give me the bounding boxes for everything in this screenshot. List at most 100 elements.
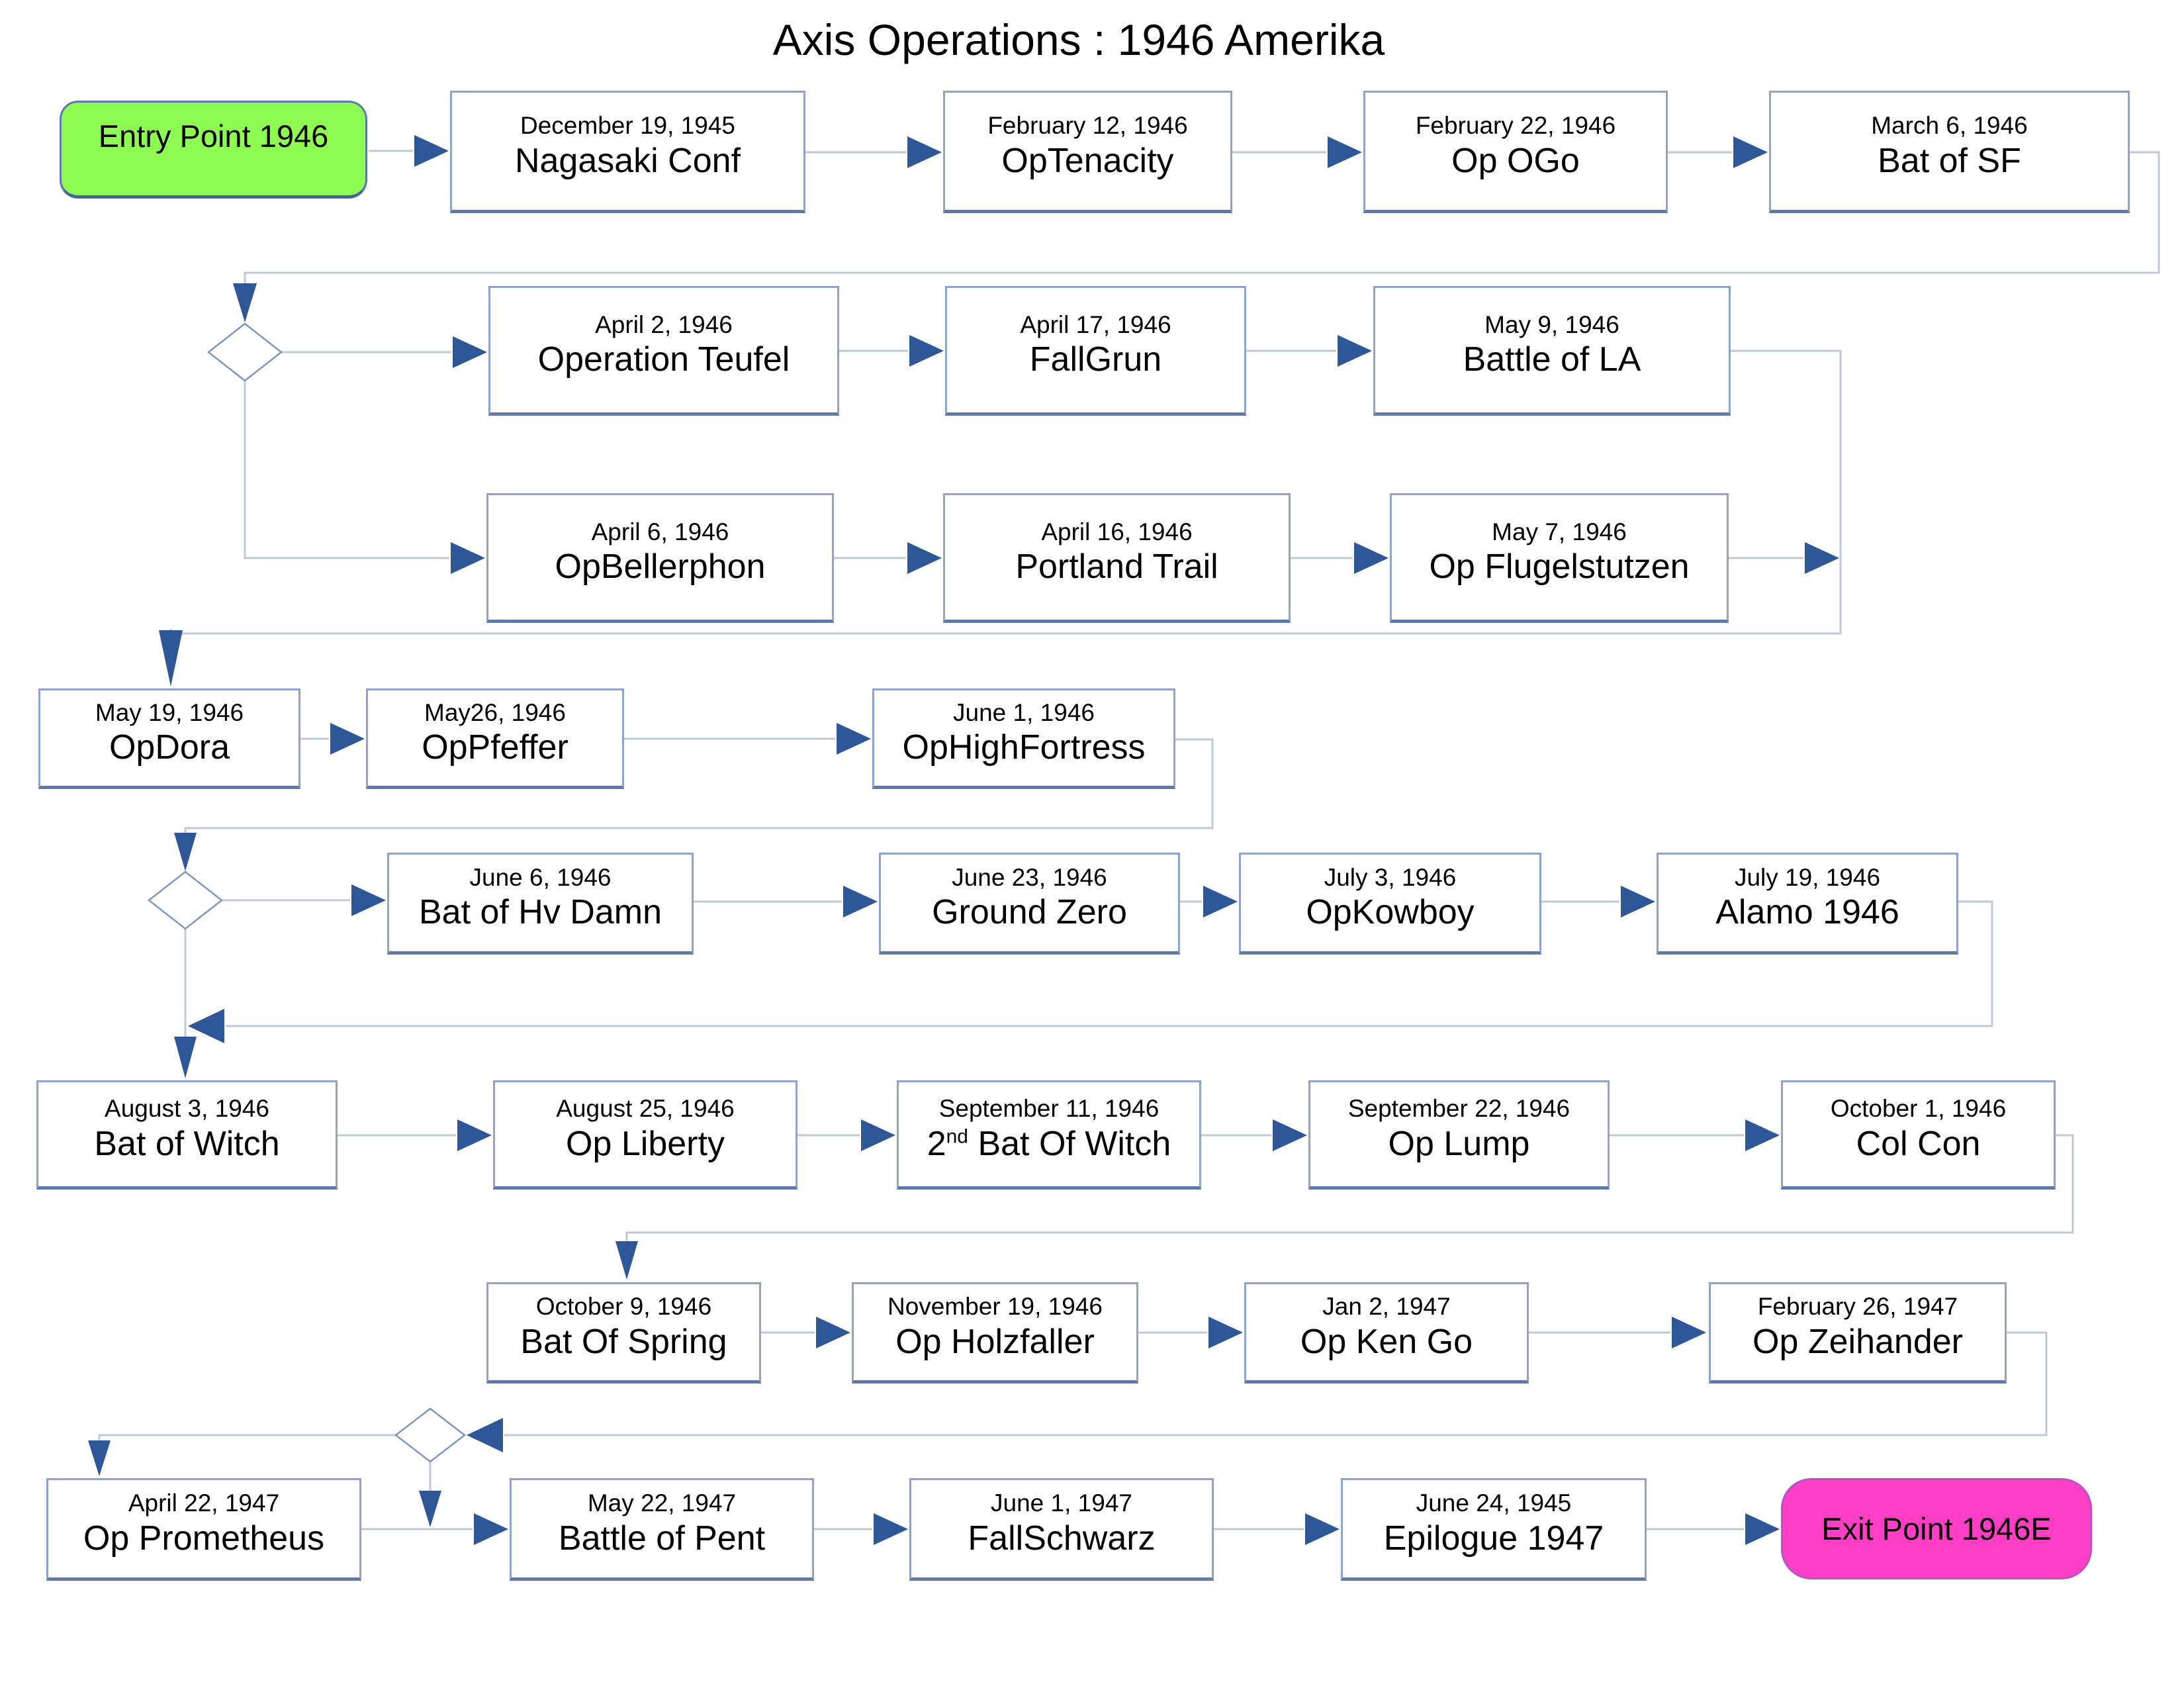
arrowhead-right (843, 886, 878, 917)
arrowhead-down (615, 1241, 638, 1280)
node-date: April 2, 1946 (595, 310, 733, 338)
node-date: October 9, 1946 (535, 1293, 712, 1321)
connector (98, 1434, 396, 1440)
node-label: FallSchwarz (968, 1519, 1156, 1558)
node-battle-of-la: May 9, 1946 Battle of LA (1373, 286, 1731, 416)
node-date: September 11, 1946 (938, 1095, 1160, 1123)
node-label: OpBellerphon (555, 547, 766, 586)
node-date: November 19, 1946 (887, 1293, 1103, 1321)
node-label: Op Liberty (566, 1124, 725, 1163)
arrowhead-right (874, 1513, 908, 1545)
connectors (98, 150, 2160, 1530)
arrowheads (88, 135, 1839, 1545)
node-op-bellerphon: April 6, 1946 OpBellerphon (486, 493, 834, 623)
node-date: March 6, 1946 (1871, 112, 2028, 140)
node-bat-of-hv-damn: June 6, 1946 Bat of Hv Damn (387, 853, 694, 955)
node-op-pfeffer: May26, 1946 OpPfeffer (366, 688, 624, 789)
node-battle-of-pent: May 22, 1947 Battle of Pent (510, 1478, 814, 1581)
node-label: Op OGo (1451, 141, 1580, 180)
node-op-kowboy: July 3, 1946 OpKowboy (1239, 853, 1541, 955)
node-date: April 16, 1946 (1041, 518, 1193, 545)
node-label: 2nd Bat Of Witch (927, 1124, 1171, 1163)
node-label: Nagasaki Conf (514, 141, 741, 180)
arrowhead-right (330, 723, 365, 755)
node-2nd-bat-of-witch: September 11, 1946 2nd Bat Of Witch (897, 1080, 1201, 1190)
node-label: OpDora (109, 728, 230, 767)
decision-diamond (394, 1407, 467, 1463)
connector (226, 900, 1993, 1027)
entry-point-node: Entry Point 1946 (60, 101, 367, 199)
node-fallgrun: April 17, 1946 FallGrun (945, 286, 1246, 416)
node-col-con: October 1, 1946 Col Con (1781, 1080, 2056, 1190)
node-date: May26, 1946 (424, 698, 566, 726)
node-label: Alamo 1946 (1715, 893, 1899, 932)
arrowhead-right (861, 1119, 895, 1151)
node-label: Bat of Hv Damn (418, 893, 662, 932)
node-epilogue-1947: June 24, 1945 Epilogue 1947 (1341, 1478, 1647, 1581)
arrowhead-right (1745, 1119, 1780, 1151)
connector (184, 738, 1214, 833)
connector (244, 381, 449, 559)
arrowhead-right (457, 1119, 492, 1151)
arrowhead-right (1733, 136, 1768, 168)
node-op-prometheus: April 22, 1947 Op Prometheus (46, 1478, 361, 1581)
node-date: May 22, 1947 (587, 1489, 737, 1517)
arrowhead-right (1338, 335, 1372, 367)
node-date: August 3, 1946 (105, 1095, 269, 1123)
node-nagasaki-conf: December 19, 1945 Nagasaki Conf (450, 91, 805, 213)
node-label: Col Con (1856, 1124, 1981, 1163)
node-date: June 6, 1946 (469, 863, 612, 891)
node-date: February 22, 1946 (1415, 112, 1616, 140)
arrowhead-down (233, 283, 257, 322)
node-label: Op Lump (1388, 1124, 1530, 1163)
arrowhead-right (1354, 542, 1388, 574)
node-label: Ground Zero (932, 893, 1127, 932)
node-date: June 23, 1946 (952, 863, 1107, 891)
node-date: June 1, 1946 (953, 698, 1095, 726)
arrowhead-down (159, 630, 183, 686)
entry-point-label: Entry Point 1946 (98, 118, 329, 154)
arrowhead-right (414, 135, 449, 167)
arrowhead-right (1305, 1513, 1340, 1545)
node-alamo-1946: July 19, 1946 Alamo 1946 (1657, 853, 1958, 955)
node-date: May 9, 1946 (1484, 310, 1619, 338)
arrowhead-right (1805, 542, 1839, 574)
node-bat-of-sf: March 6, 1946 Bat of SF (1769, 91, 2130, 213)
node-op-holzfaller: November 19, 1946 Op Holzfaller (852, 1282, 1138, 1383)
node-date: September 22, 1946 (1347, 1095, 1570, 1123)
node-label: OpTenacity (1001, 141, 1174, 180)
exit-point-label: Exit Point 1946E (1821, 1511, 2052, 1546)
arrowhead-down (174, 833, 197, 871)
node-bat-of-spring: October 9, 1946 Bat Of Spring (486, 1282, 761, 1383)
decision-diamonds (147, 322, 467, 1463)
node-label: OpHighFortress (902, 728, 1146, 767)
node-date: April 6, 1946 (591, 518, 729, 545)
node-date: October 1, 1946 (1830, 1095, 2007, 1123)
node-op-high-fortress: June 1, 1946 OpHighFortress (872, 688, 1175, 789)
arrowhead-right (1672, 1317, 1706, 1348)
node-date: December 19, 1945 (520, 112, 735, 140)
connector (625, 1134, 2074, 1241)
node-label: Op Prometheus (83, 1519, 325, 1558)
node-date: February 26, 1947 (1757, 1293, 1958, 1321)
arrowhead-right (1273, 1119, 1307, 1151)
node-label: Epilogue 1947 (1383, 1519, 1604, 1558)
node-label: Op Flugelstutzen (1429, 547, 1690, 586)
node-date: May 7, 1946 (1492, 518, 1627, 545)
decision-diamond (206, 322, 283, 382)
arrowhead-right (1203, 886, 1238, 917)
node-label: Operation Teufel (537, 340, 790, 379)
node-label: Bat of SF (1878, 141, 2021, 180)
node-label: Bat of Witch (94, 1124, 280, 1163)
node-label: Battle of LA (1463, 340, 1641, 379)
arrowhead-right (909, 335, 944, 367)
node-label: Op Holzfaller (895, 1322, 1095, 1361)
arrowhead-left (188, 1009, 224, 1043)
arrowhead-down (174, 1037, 197, 1078)
arrowhead-right (453, 336, 487, 368)
node-label: Op Zeihander (1752, 1322, 1963, 1361)
arrowhead-right (351, 884, 386, 916)
node-label: Bat Of Spring (520, 1322, 727, 1361)
node-label: Portland Trail (1015, 547, 1218, 586)
